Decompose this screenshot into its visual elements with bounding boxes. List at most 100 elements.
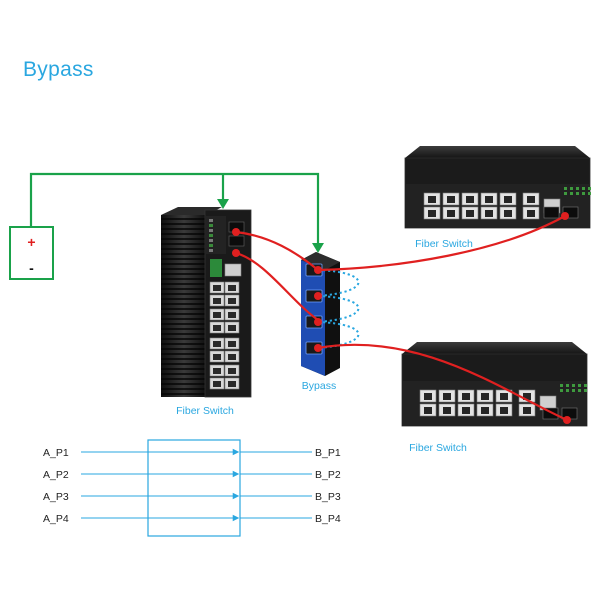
fiber-port-icon	[542, 407, 559, 420]
status-led	[576, 187, 579, 190]
rj45-port-opening	[213, 325, 221, 331]
rj45-port-opening	[428, 196, 436, 203]
left-fiber-switch: Fiber Switch	[161, 207, 252, 417]
status-led	[576, 192, 579, 195]
rj45-port-opening	[228, 354, 236, 360]
status-led	[582, 187, 585, 190]
status-led	[588, 192, 591, 195]
port-label-a: A_P3	[43, 491, 69, 503]
status-led	[560, 389, 563, 392]
left-switch-label: Fiber Switch	[176, 405, 234, 417]
rj45-port-opening	[466, 210, 474, 217]
diagram-title: Bypass	[23, 58, 94, 81]
bypass-box	[147, 439, 241, 537]
rj45-port-opening	[504, 210, 512, 217]
status-led	[564, 192, 567, 195]
rj45-port-opening	[213, 285, 221, 291]
arrow-down-icon	[217, 199, 229, 209]
status-led	[588, 187, 591, 190]
rj45-port-opening	[213, 312, 221, 318]
bottom-right-switch-label: Fiber Switch	[409, 442, 467, 454]
rj45-port-opening	[447, 210, 455, 217]
fiber-cables	[235, 215, 568, 422]
arrow-down-icon	[312, 243, 324, 253]
rj45-port-opening	[228, 325, 236, 331]
top-right-fiber-switch: Fiber Switch	[404, 146, 591, 250]
cable-ends	[232, 212, 571, 424]
port-label-a: A_P2	[43, 469, 69, 481]
status-led	[209, 239, 213, 242]
status-led	[209, 244, 213, 247]
status-led	[209, 229, 213, 232]
rj45-port-opening	[213, 354, 221, 360]
rj45-port-opening	[228, 285, 236, 291]
heatsink-fins	[161, 218, 205, 395]
power-line	[29, 172, 320, 248]
cable-end-dot	[314, 318, 322, 326]
rj45-port-opening	[500, 393, 508, 400]
power-plus-icon: +	[27, 234, 35, 250]
status-led	[209, 249, 213, 252]
rj45-port-opening	[527, 210, 535, 217]
rj45-port-opening	[228, 381, 236, 387]
port-label-b: B_P2	[315, 469, 341, 481]
rj45-port-opening	[228, 298, 236, 304]
rj45-port-opening	[213, 298, 221, 304]
rj45-port-opening	[424, 393, 432, 400]
status-led	[209, 219, 213, 222]
status-led	[570, 192, 573, 195]
port-label-a: A_P4	[43, 513, 69, 525]
bypass-loop	[317, 269, 360, 297]
cable-end-dot	[232, 249, 240, 257]
port-label-a: A_P1	[43, 447, 69, 459]
cable-end-dot	[563, 416, 571, 424]
status-led	[582, 192, 585, 195]
rj45-port-opening	[485, 196, 493, 203]
status-led	[584, 389, 587, 392]
fiber-port-icon	[228, 235, 245, 247]
rj45-port-opening	[213, 341, 221, 347]
bypass-loops	[317, 269, 360, 349]
rj45-port-opening	[485, 210, 493, 217]
power-minus-icon: -	[29, 260, 34, 276]
status-led	[566, 389, 569, 392]
rj45-port-opening	[504, 196, 512, 203]
rj45-port-opening	[481, 407, 489, 414]
rj45-port-opening	[523, 407, 531, 414]
fiber-cable	[317, 215, 566, 272]
fiber-cable	[317, 343, 568, 422]
rj45-port-opening	[213, 381, 221, 387]
status-led	[572, 384, 575, 387]
rj45-port-opening	[500, 407, 508, 414]
status-led	[570, 187, 573, 190]
cable-end-dot	[232, 228, 240, 236]
rj45-port-opening	[462, 407, 470, 414]
port-label-b: B_P4	[315, 513, 341, 525]
bottom-right-fiber-switch: Fiber Switch	[401, 342, 588, 454]
status-led	[584, 384, 587, 387]
status-led	[572, 389, 575, 392]
fiber-port-icon	[543, 206, 560, 219]
rj45-port-opening	[447, 196, 455, 203]
top-right-switch-label: Fiber Switch	[415, 238, 473, 250]
bypass-label: Bypass	[302, 380, 336, 392]
rj45-port-opening	[527, 196, 535, 203]
rj45-port-opening	[443, 407, 451, 414]
bypass-loop	[317, 295, 360, 323]
bypass-loop	[317, 321, 360, 349]
rj45-port-opening	[462, 393, 470, 400]
rj45-port-icon	[224, 263, 242, 277]
power-supply: + -	[9, 226, 54, 280]
rj45-port-opening	[228, 368, 236, 374]
cable-end-dot	[314, 292, 322, 300]
rj45-port-opening	[228, 341, 236, 347]
rj45-port-opening	[424, 407, 432, 414]
cable-end-dot	[314, 266, 322, 274]
status-led	[566, 384, 569, 387]
rj45-port-opening	[213, 368, 221, 374]
cable-end-dot	[314, 344, 322, 352]
status-led	[560, 384, 563, 387]
fiber-cable	[235, 230, 319, 271]
